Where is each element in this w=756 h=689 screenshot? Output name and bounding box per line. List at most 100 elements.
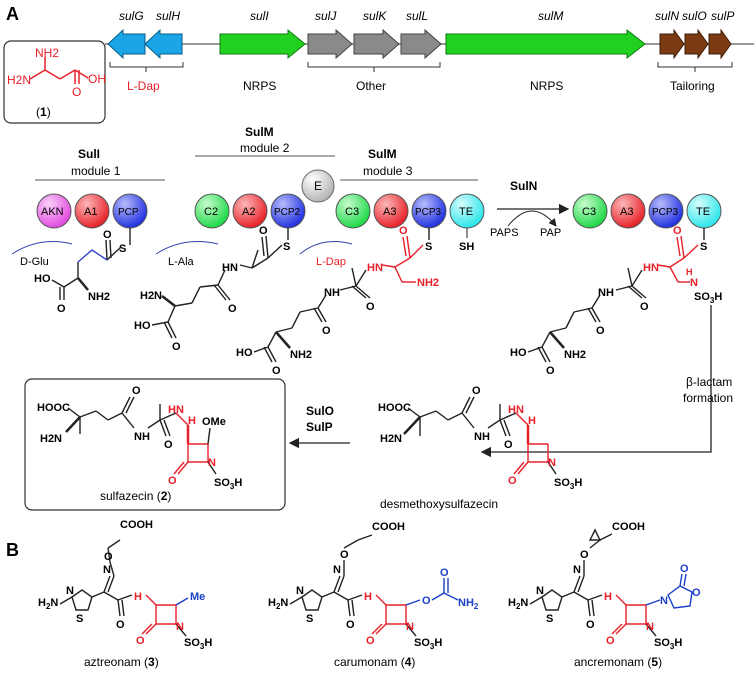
gene-sulM-label: sulM xyxy=(538,9,563,23)
structure-carumonam: H2N N S N O COOH O H N O O O NH2 SO3H ca… xyxy=(268,521,479,669)
nh-sulfazecin: NH xyxy=(134,431,150,443)
cooh-carumonam: COOH xyxy=(372,521,405,533)
sulp-label: SulP xyxy=(306,420,333,434)
o-ancremonam-5: O xyxy=(680,563,689,575)
o-sulfazecin-1: O xyxy=(132,385,141,397)
group-nrps1-label: NRPS xyxy=(243,79,276,93)
structure-tripeptide xyxy=(253,228,430,363)
substrate-dglu: D-Glu xyxy=(20,256,49,268)
o-desmethoxy-2: O xyxy=(504,439,513,451)
o-atom-5: O xyxy=(172,341,181,353)
domain-e xyxy=(301,169,335,203)
o-atom-10: O xyxy=(673,225,682,237)
domain-a2 xyxy=(232,193,268,229)
gene-sulN-arrow xyxy=(659,28,685,60)
gene-sulH-label: sulH xyxy=(156,9,180,23)
gene-sulG-label: sulG xyxy=(119,9,144,23)
o-sulfazecin-3: O xyxy=(168,475,177,487)
o-atom-12: O xyxy=(596,325,605,337)
n-aztreonam-3: N xyxy=(176,621,184,633)
desmethoxy-label: desmethoxysulfazecin xyxy=(380,497,498,511)
h-ancremonam: H xyxy=(604,591,612,603)
o-ancremonam-1: O xyxy=(580,549,589,561)
gene-sulK-arrow xyxy=(353,28,400,60)
paps-label: PAPS xyxy=(490,227,519,239)
lactam-arrow: β-lactam formation xyxy=(480,305,733,458)
n-carumonam-3: N xyxy=(406,621,414,633)
product-domain-pcp3 xyxy=(648,193,684,229)
h-atom-1: H xyxy=(686,267,693,277)
h-aztreonam: H xyxy=(134,591,142,603)
n-carumonam-2: N xyxy=(333,564,341,576)
h-carumonam: H xyxy=(364,591,372,603)
gene-sulM-arrow xyxy=(445,28,646,60)
o-aztreonam-2: O xyxy=(116,619,125,631)
o-carumonam-1: O xyxy=(340,549,349,561)
o-carumonam-5: O xyxy=(440,567,449,579)
product-domain-a3 xyxy=(610,193,646,229)
o-atom-13: O xyxy=(546,365,555,377)
n-aztreonam-2: N xyxy=(103,564,111,576)
structure-ancremonam: H2N N S N O COOH O H N O N O O SO3H ancr… xyxy=(508,521,701,669)
o-desmethoxy-3: O xyxy=(508,475,517,487)
substrate-ldap: L-Dap xyxy=(316,256,346,268)
carumonam-label: carumonam (4) xyxy=(334,655,415,669)
panel-b-label: B xyxy=(6,540,19,560)
o-desmethoxy-1: O xyxy=(472,385,481,397)
h2n-desmethoxy: H2N xyxy=(380,433,402,445)
product-domain-te-label: TE xyxy=(696,206,710,218)
hooc-sulfazecin: HOOC xyxy=(37,402,70,414)
gene-sulI-arrow xyxy=(219,28,306,60)
o-atom-11: O xyxy=(640,301,649,313)
so3h-ancremonam: SO3H xyxy=(654,637,682,651)
substrate-lala: L-Ala xyxy=(168,256,195,268)
domain-c3 xyxy=(335,193,371,229)
n-atom-1: N xyxy=(690,277,698,289)
hn-sulfazecin: HN xyxy=(168,404,184,416)
nh2-atom-1: NH2 xyxy=(88,291,110,303)
s-atom-3: S xyxy=(425,241,432,253)
domain-a2-label: A2 xyxy=(242,206,255,218)
structure-sulfonated xyxy=(527,228,705,363)
lactam-label-1: β-lactam xyxy=(686,375,732,389)
o-aztreonam-3: O xyxy=(136,635,145,647)
suli-protein: SulI xyxy=(78,147,100,161)
gene-sulN-label: sulN xyxy=(655,9,679,23)
o-ancremonam-2: O xyxy=(586,619,595,631)
hn-desmethoxy: HN xyxy=(508,404,524,416)
n-desmethoxy: N xyxy=(548,457,556,469)
domain-a1-label: A1 xyxy=(84,206,97,218)
product-domain-c3 xyxy=(572,193,608,229)
hn-atom-2: HN xyxy=(367,262,383,274)
structure-dglu-thioester xyxy=(51,228,131,300)
cooh-ancremonam: COOH xyxy=(612,521,645,533)
gene-cluster: sulG sulH sulI sulJ sulK sulL sulM sulN … xyxy=(105,9,754,93)
n-ancremonam-4: N xyxy=(660,595,668,607)
sulm3-module: module 3 xyxy=(363,164,413,178)
hooc-desmethoxy: HOOC xyxy=(378,402,411,414)
sulm2-protein: SulM xyxy=(245,125,274,139)
product-domain-a3-label: A3 xyxy=(620,206,633,218)
domain-a3-label: A3 xyxy=(383,206,396,218)
so3h-sulfazecin: SO3H xyxy=(214,477,242,491)
o-atom-8: O xyxy=(322,325,331,337)
o-atom-9: O xyxy=(272,365,281,377)
s-atom-2: S xyxy=(283,241,290,253)
suln-step: SulN PAPS PAP xyxy=(490,179,570,239)
group-ldap-label: L-Dap xyxy=(127,79,160,93)
structure-dipeptide xyxy=(151,228,289,339)
h-desmethoxy: H xyxy=(528,415,536,427)
s-atom-4: S xyxy=(700,241,707,253)
n-ancremonam-1: N xyxy=(536,585,544,597)
gene-sulK-label: sulK xyxy=(363,9,387,23)
gene-sulI-label: sulI xyxy=(250,9,269,23)
o-ancremonam-4: O xyxy=(692,587,701,599)
h2n-sulfazecin: H2N xyxy=(40,433,62,445)
gene-sulP-label: sulP xyxy=(711,9,734,23)
nrps-domains: AKN A1 PCP C2 A2 PCP2 E C3 A3 PCP3 TE SH… xyxy=(36,169,722,253)
o-atom-1: O xyxy=(103,229,112,241)
o-atom-7: O xyxy=(366,301,375,313)
so3h-1: SO3H xyxy=(694,291,722,305)
domain-a1 xyxy=(74,193,110,229)
group-nrps2-label: NRPS xyxy=(530,79,563,93)
